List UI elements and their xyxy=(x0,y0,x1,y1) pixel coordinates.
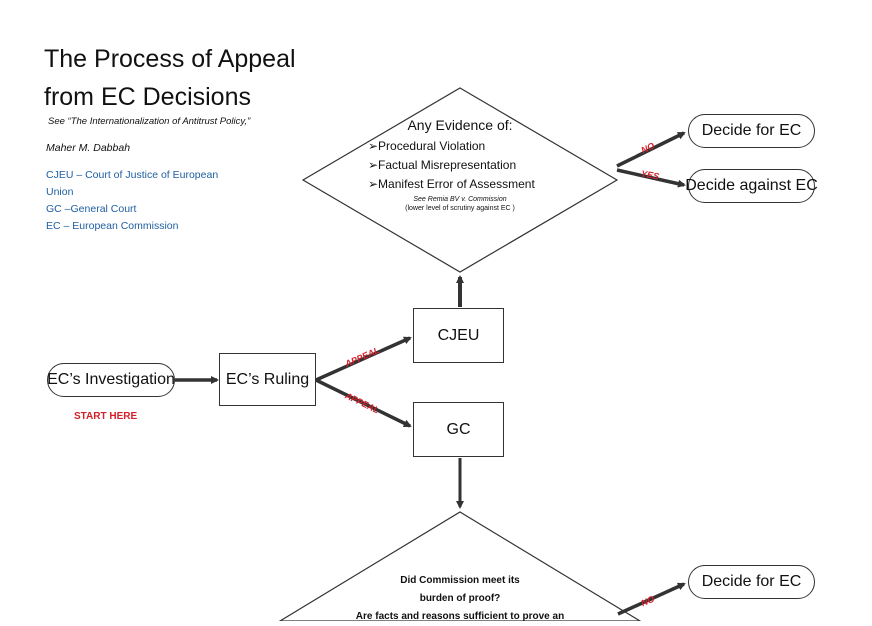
decide-for-ec-bottom-label: Decide for EC xyxy=(701,573,802,590)
evidence-item: ➢Factual Misrepresentation xyxy=(368,158,517,172)
arrow-no-to-decide-for-ec-bottom xyxy=(617,582,686,616)
gc-node: GC xyxy=(413,402,504,457)
start-here-label: START HERE xyxy=(74,411,138,422)
ruling-label: EC’s Ruling xyxy=(225,370,310,388)
legend-item: CJEU – Court of Justice of European xyxy=(46,169,219,181)
evidence-diamond xyxy=(301,87,619,273)
arrow-ruling-to-cjeu xyxy=(315,336,412,382)
legend-item: Union xyxy=(46,186,74,198)
investigation-node: EC’s Investigation xyxy=(47,363,175,397)
gc-label: GC xyxy=(446,420,471,438)
cjeu-label: CJEU xyxy=(437,326,480,344)
title-line-2: from EC Decisions xyxy=(44,83,251,111)
decide-for-ec-bottom-node: Decide for EC xyxy=(688,565,815,599)
burden-question: Did Commission meet its burden of proof?… xyxy=(340,572,580,626)
evidence-note: See Remia BV v. Commission (lower level … xyxy=(380,195,540,213)
evidence-note-case: See Remia BV v. Commission xyxy=(413,196,507,203)
ruling-node: EC’s Ruling xyxy=(219,353,316,406)
evidence-item: ➢Manifest Error of Assessment xyxy=(368,177,535,191)
author: Maher M. Dabbah xyxy=(46,142,131,154)
decide-for-ec-label: Decide for EC xyxy=(701,122,802,139)
decide-against-ec-label: Decide against EC xyxy=(685,177,818,194)
arrow-ruling-to-gc xyxy=(315,378,412,428)
burden-line: Are facts and reasons sufficient to prov… xyxy=(355,611,565,622)
decide-for-ec-node: Decide for EC xyxy=(688,114,815,148)
title-line-1: The Process of Appeal xyxy=(44,45,296,73)
cjeu-node: CJEU xyxy=(413,308,504,363)
evidence-note-scrutiny: (lower level of scrutiny against EC ) xyxy=(405,205,515,212)
legend-item: EC – European Commission xyxy=(46,220,179,232)
decide-against-ec-node: Decide against EC xyxy=(685,169,818,203)
investigation-label: EC’s Investigation xyxy=(47,371,175,388)
burden-line: Did Commission meet its xyxy=(400,575,520,586)
abbreviation-legend: CJEU – Court of Justice of European Unio… xyxy=(46,167,226,235)
legend-item: GC –General Court xyxy=(46,203,137,215)
evidence-item: ➢Procedural Violation xyxy=(368,139,486,153)
evidence-list: ➢Procedural Violation ➢Factual Misrepres… xyxy=(368,137,535,194)
burden-line: burden of proof? xyxy=(419,593,501,604)
citation: See “The Internationalization of Antitru… xyxy=(48,116,251,127)
arrow-yes-to-decide-against-ec xyxy=(616,168,686,188)
burden-diamond xyxy=(278,511,642,621)
evidence-title: Any Evidence of: xyxy=(407,117,513,133)
page-title: The Process of Appeal from EC Decisions xyxy=(44,40,296,116)
arrow-no-to-decide-for-ec xyxy=(616,131,686,168)
